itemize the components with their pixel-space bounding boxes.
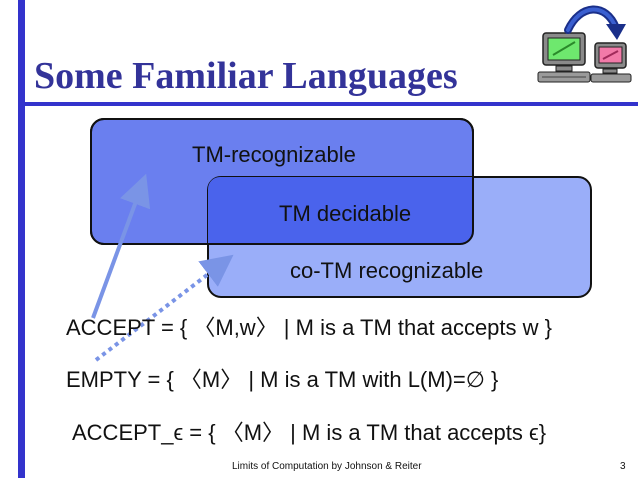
tm-recognizable-outline [90, 118, 474, 245]
co-tm-recognizable-label: co-TM recognizable [290, 258, 484, 283]
footer-credit: Limits of Computation by Johnson & Reite… [232, 461, 422, 472]
accept-to-recognizable-arrow [91, 173, 151, 319]
computer-green-screen-icon [537, 32, 591, 83]
accept-language-definition: ACCEPT = { 〈M,w〉 | M is a TM that accept… [66, 315, 552, 340]
tm-decidable-label: TM decidable [279, 201, 412, 226]
tm-recognizable-label: TM-recognizable [192, 142, 356, 167]
slide-number: 3 [620, 461, 626, 472]
left-accent-bar [18, 0, 25, 478]
title-underline [18, 102, 638, 106]
accept-epsilon-language-definition: ACCEPT_ϵ = { 〈M〉 | M is a TM that accept… [72, 420, 547, 445]
tm-decidable-region [208, 177, 473, 244]
empty-to-co-recognizable-arrow [94, 254, 234, 362]
computer-pink-screen-icon [590, 42, 632, 83]
slide-title: Some Familiar Languages [34, 55, 458, 97]
empty-language-definition: EMPTY = { 〈M〉 | M is a TM with L(M)=∅ } [66, 367, 499, 392]
curved-transfer-arrow-icon [564, 5, 626, 40]
